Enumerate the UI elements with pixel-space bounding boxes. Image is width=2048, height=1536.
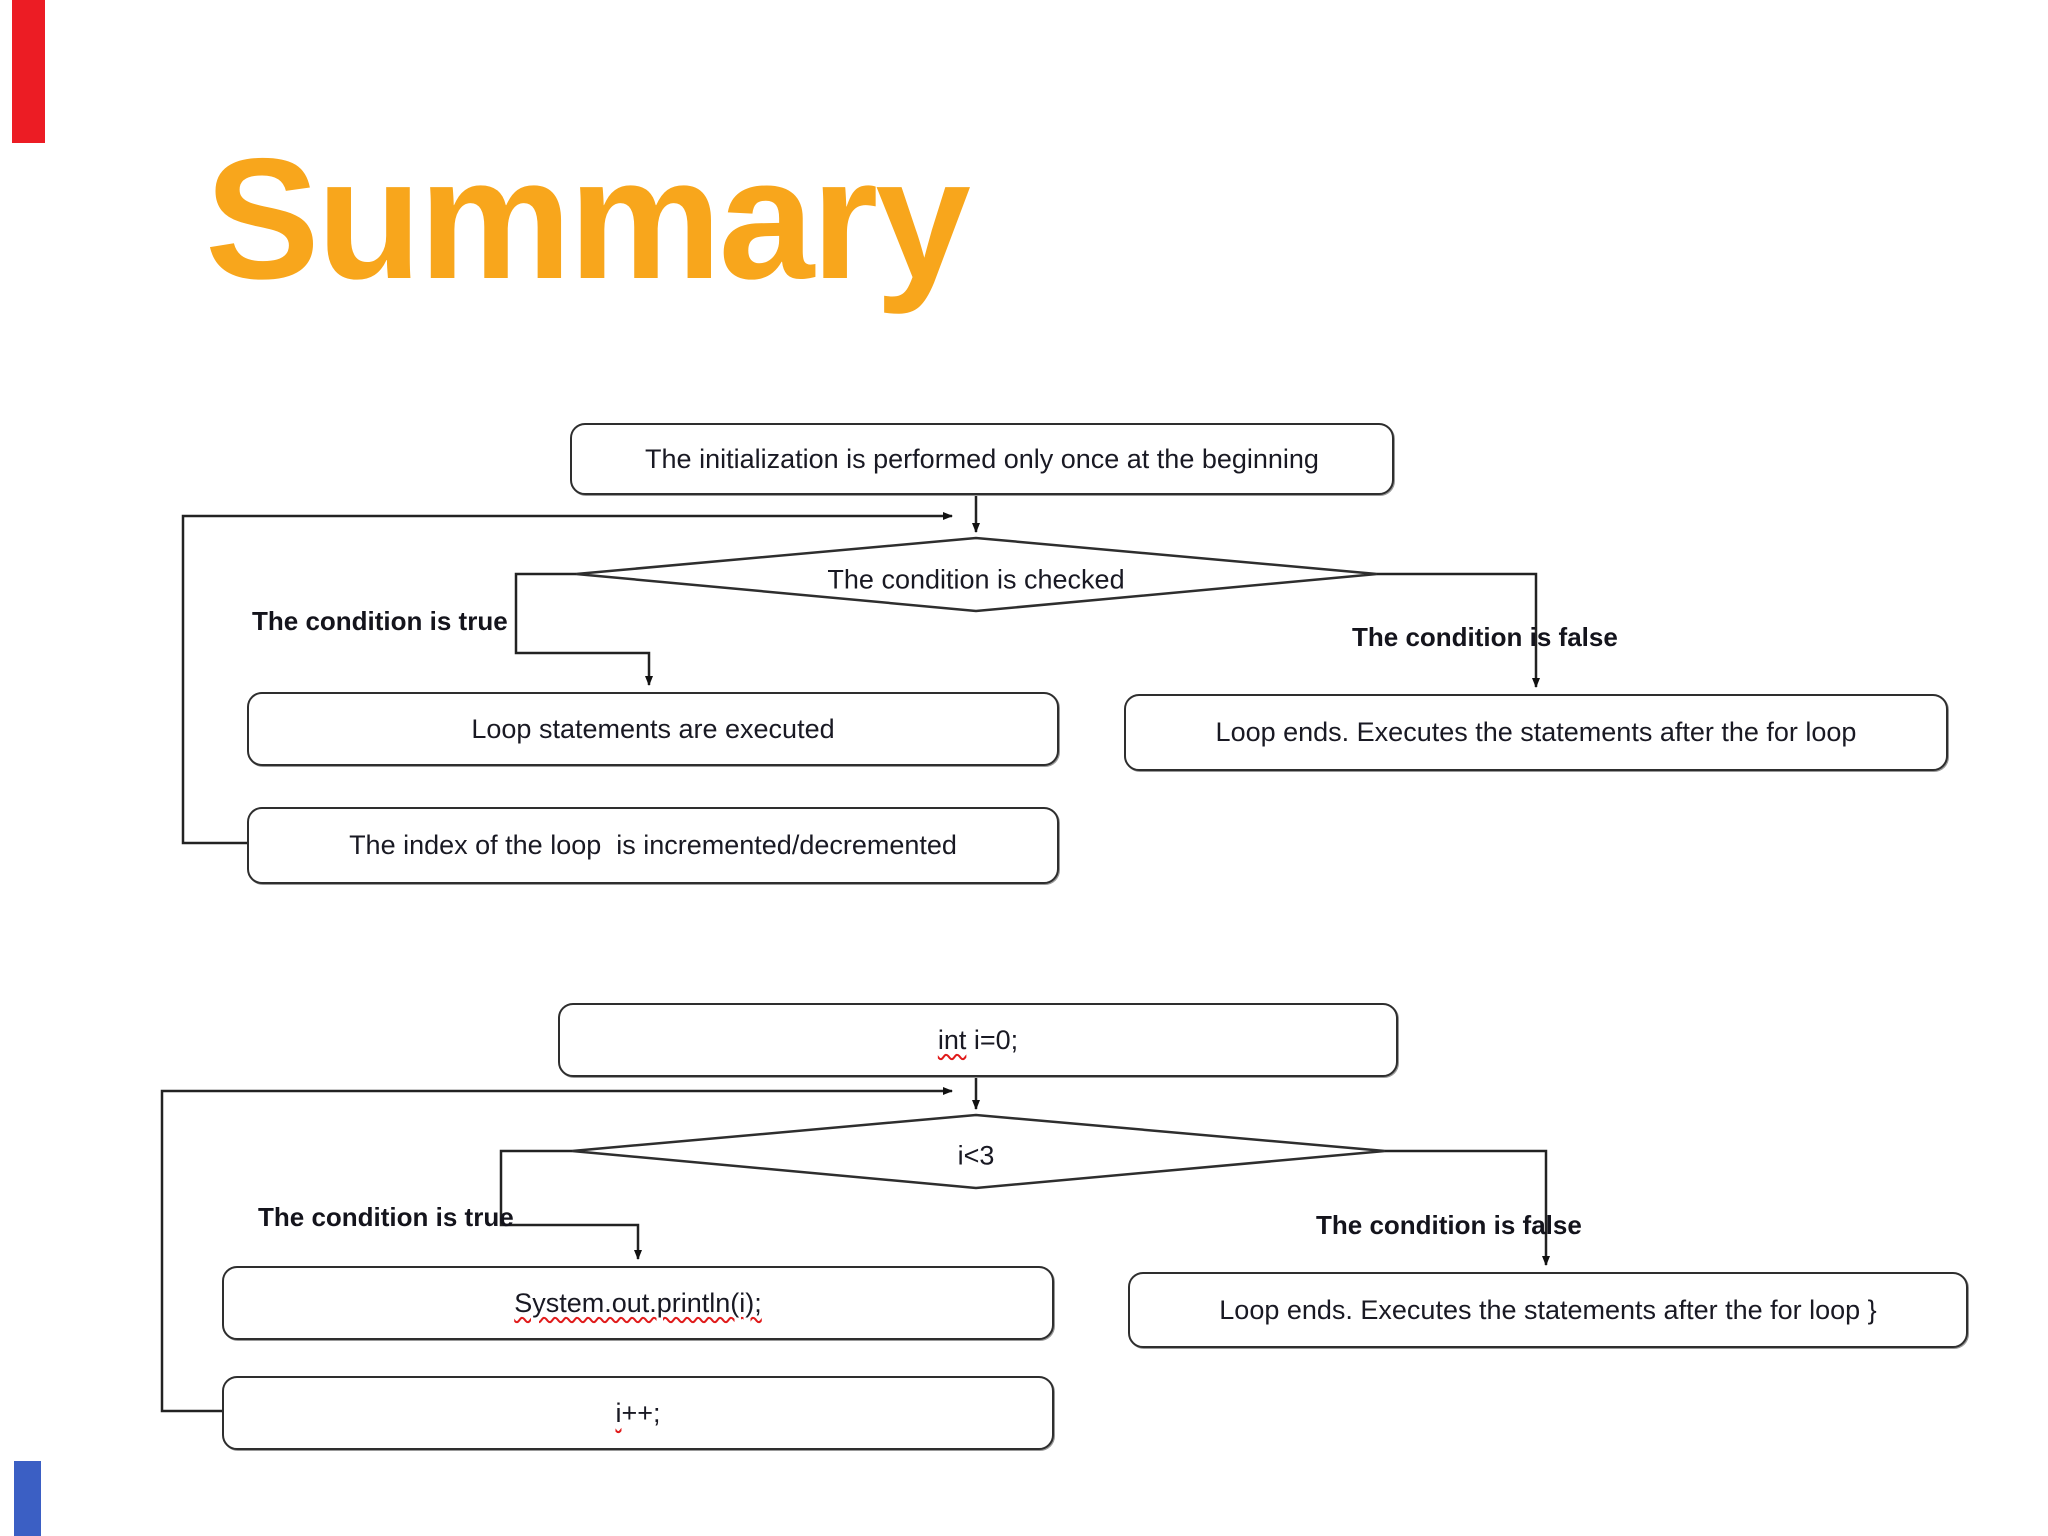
f1-index-box-text: The index of the loop is incremented/dec… — [349, 830, 957, 860]
f2-true-box: System.out.println(i); — [222, 1266, 1054, 1340]
f1-diamond-label: The condition is checked — [827, 564, 1125, 595]
f2-init-keyword: int — [937, 1024, 967, 1055]
page-title: Summary — [205, 123, 971, 315]
f2-init-rest: i=0; — [966, 1024, 1019, 1055]
f1-false-box: Loop ends. Executes the statements after… — [1124, 694, 1948, 771]
f2-true-box-text: System.out.println(i); — [514, 1287, 762, 1318]
f2-false-branch-line — [1385, 1149, 1550, 1266]
f1-true-label: The condition is true — [252, 606, 508, 636]
f2-inc-var: i — [615, 1397, 622, 1428]
f2-false-box: Loop ends. Executes the statements after… — [1128, 1272, 1968, 1348]
f2-inc-rest: ++; — [621, 1397, 661, 1428]
f1-init-box: The initialization is performed only onc… — [570, 423, 1394, 495]
f1-true-branch-line — [514, 572, 653, 686]
f2-diamond-label: i<3 — [957, 1140, 995, 1171]
f2-true-label: The condition is true — [258, 1202, 514, 1232]
f2-loopback-line — [160, 1087, 953, 1413]
f2-increment-box: i++; — [222, 1376, 1054, 1450]
f1-index-box: The index of the loop is incremented/dec… — [247, 807, 1059, 884]
f1-init-text: The initialization is performed only onc… — [645, 443, 1319, 474]
f1-false-box-text: Loop ends. Executes the statements after… — [1215, 717, 1857, 747]
f2-false-label: The condition is false — [1316, 1210, 1582, 1240]
f1-false-label: The condition is false — [1352, 622, 1618, 652]
f1-true-box: Loop statements are executed — [247, 692, 1059, 766]
f2-false-box-text: Loop ends. Executes the statements after… — [1219, 1294, 1877, 1325]
red-edge-accent — [12, 0, 45, 143]
f2-true-branch-line — [499, 1149, 642, 1260]
f1-true-box-text: Loop statements are executed — [471, 713, 835, 744]
f2-init-box: int i=0; — [558, 1003, 1398, 1077]
blue-edge-accent — [14, 1461, 41, 1536]
